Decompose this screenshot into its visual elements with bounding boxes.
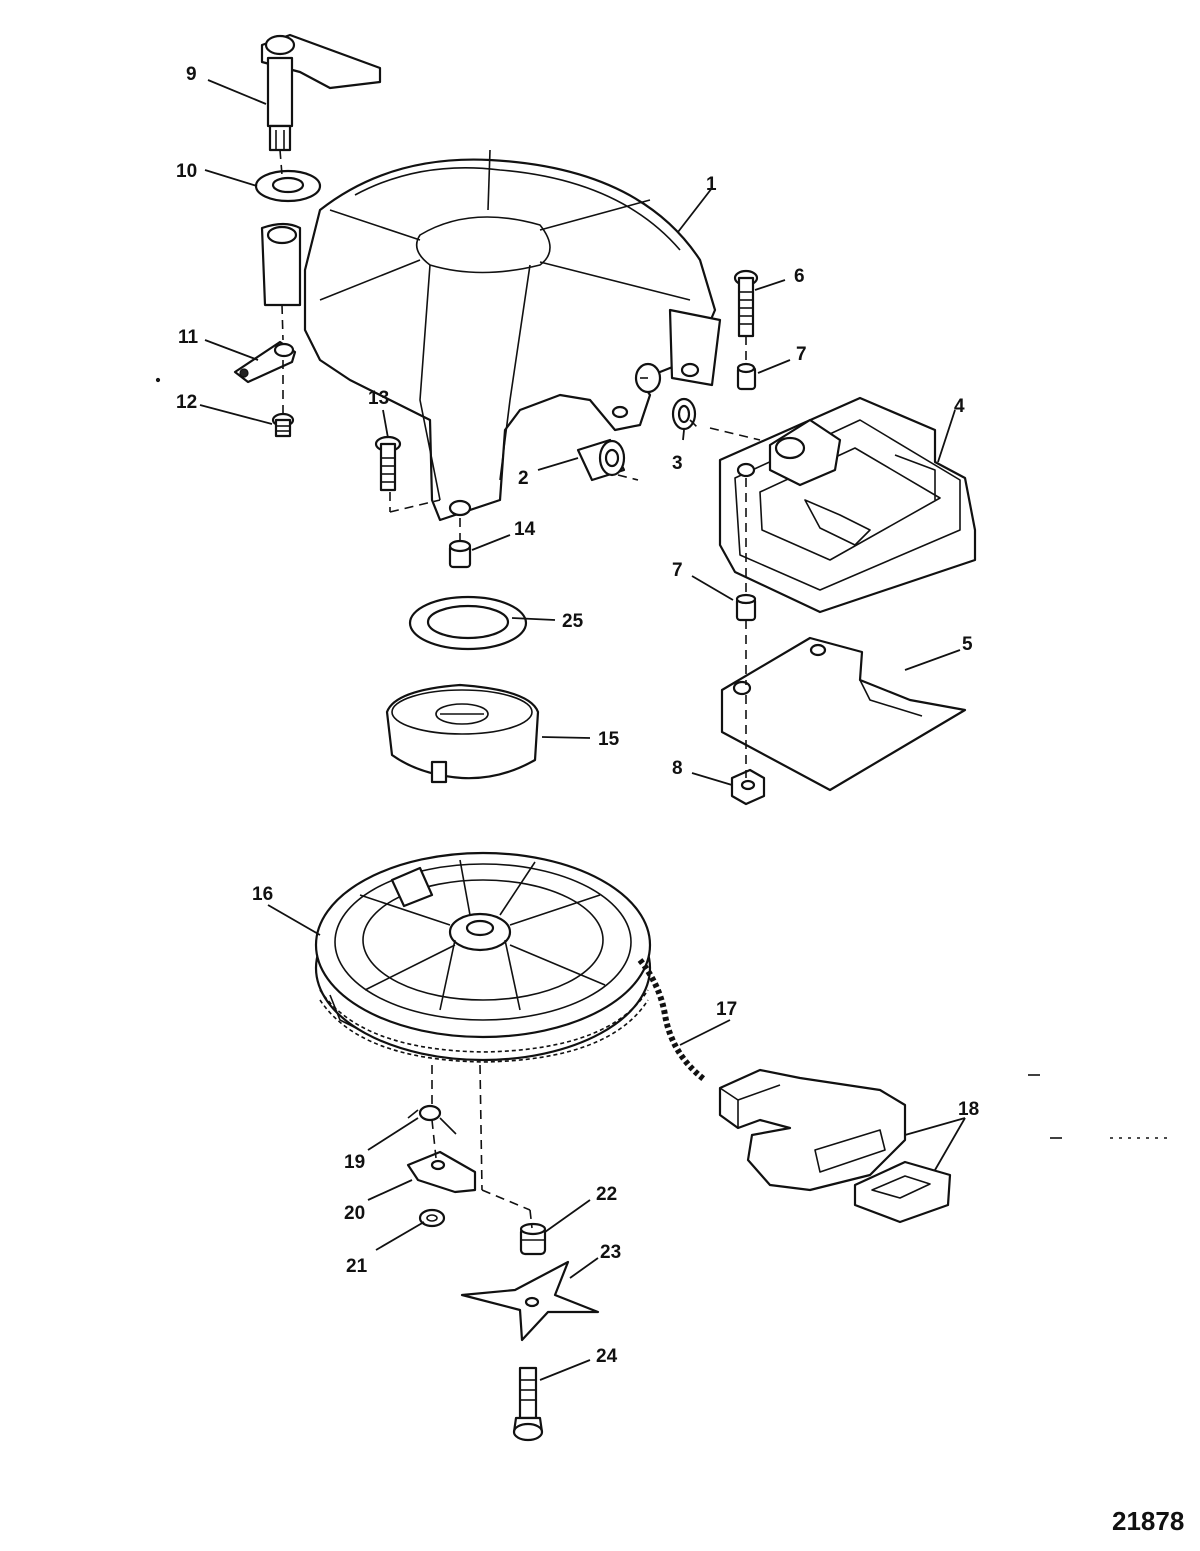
callout-19: 19	[344, 1152, 365, 1173]
callout-18: 18	[958, 1099, 979, 1120]
callout-13: 13	[368, 388, 389, 409]
callout-7-upper: 7	[796, 344, 807, 365]
callout-7-lower: 7	[672, 560, 683, 581]
callout-16: 16	[252, 884, 273, 905]
part-20-pawl	[406, 1150, 477, 1194]
part-21-retainer	[418, 1208, 446, 1228]
callout-1: 1	[706, 174, 717, 195]
part-24-bolt	[512, 1366, 544, 1442]
part-25-washer	[408, 595, 528, 651]
part-23-friction-plate	[460, 1260, 600, 1342]
callout-22: 22	[596, 1184, 617, 1205]
part-12-screw	[271, 412, 295, 438]
callout-17: 17	[716, 999, 737, 1020]
part-16-pulley	[314, 851, 652, 1063]
scan-marks	[155, 377, 1170, 1139]
callout-14: 14	[514, 519, 536, 540]
leader-lines	[199, 79, 966, 1381]
callout-10: 10	[176, 161, 197, 182]
callout-3: 3	[672, 453, 683, 474]
part-1-starter-housing	[260, 149, 722, 522]
part-14-bushing	[448, 539, 472, 569]
callout-15: 15	[598, 729, 620, 750]
figure-id: 21878	[1112, 1506, 1184, 1536]
part-15-cup	[385, 683, 540, 784]
callout-labels: 9 10 1 6 7 4 3 2 11 12 13 14 25 7 5 15 8…	[176, 64, 979, 1367]
callout-5: 5	[962, 634, 973, 655]
part-7-spacer-lower	[735, 593, 757, 622]
part-13-bolt	[374, 435, 402, 492]
callout-6: 6	[794, 266, 805, 287]
callout-2: 2	[518, 468, 529, 489]
part-18-rope-handle	[718, 1068, 952, 1224]
part-2-bushing	[576, 438, 626, 482]
part-5-plate	[720, 636, 967, 792]
callout-21: 21	[346, 1256, 368, 1277]
part-6-screw	[733, 269, 759, 338]
assembly-lines	[279, 149, 761, 1229]
callout-23: 23	[600, 1242, 621, 1263]
callout-20: 20	[344, 1203, 365, 1224]
callout-4: 4	[954, 396, 965, 417]
part-11-lock-lever	[233, 340, 297, 384]
part-9-lever-shaft	[260, 33, 382, 152]
callout-8: 8	[672, 758, 683, 779]
callout-24: 24	[596, 1346, 618, 1367]
callout-25: 25	[562, 611, 584, 632]
callout-12: 12	[176, 392, 197, 413]
part-3-washer	[671, 397, 697, 431]
callout-9: 9	[186, 64, 197, 85]
part-19-spring	[407, 1104, 457, 1135]
part-10-washer	[254, 169, 322, 203]
part-8-nut	[730, 768, 766, 806]
part-22-bushing	[519, 1222, 547, 1256]
callout-11: 11	[178, 327, 199, 348]
part-4-interlock-housing	[718, 396, 977, 614]
part-7-spacer-upper	[736, 362, 757, 391]
